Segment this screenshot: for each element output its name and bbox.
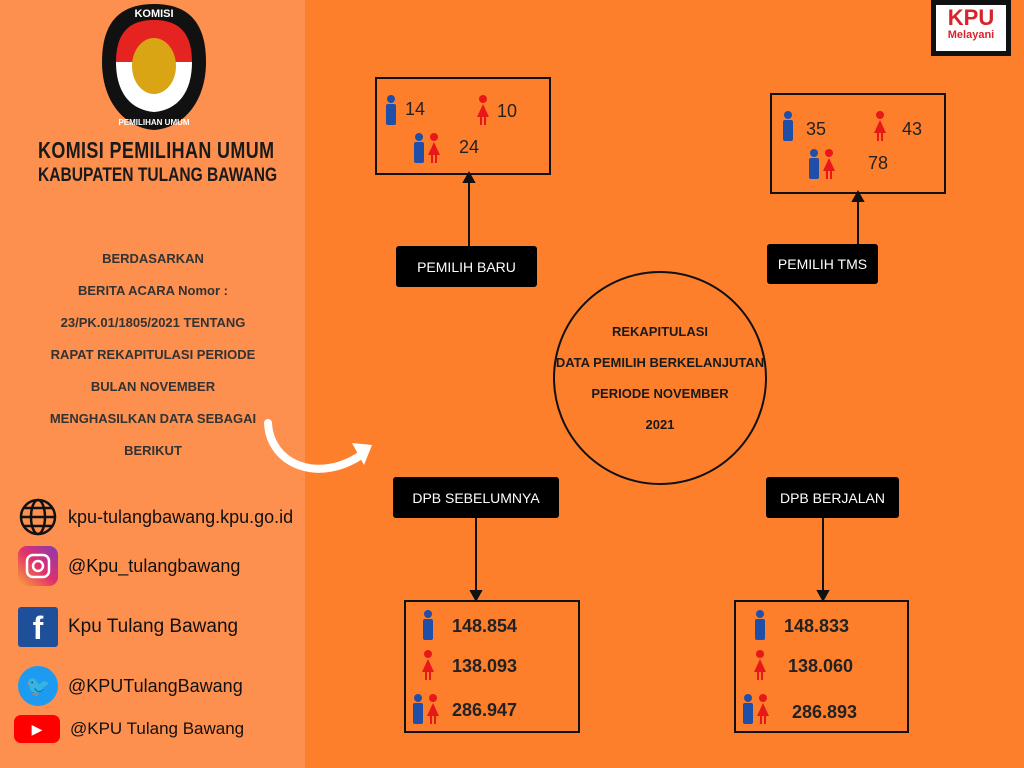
svg-text:KOMISI: KOMISI (134, 8, 173, 20)
male-icon (386, 95, 396, 125)
instagram-link[interactable]: @Kpu_tulangbawang (18, 546, 240, 586)
couple-icon (809, 149, 835, 179)
kpu-logo: KOMISI PEMILIHAN UMUM (102, 4, 206, 130)
org-subtitle: KABUPATEN TULANG BAWANG (38, 165, 278, 186)
twitter-text: @KPUTulangBawang (68, 675, 243, 696)
circle-line: PERIODE NOVEMBER (591, 386, 729, 401)
female-count: 43 (902, 119, 923, 139)
pemilih-tms-label: PEMILIH TMS (767, 244, 878, 284)
curved-arrow-icon (264, 419, 372, 473)
org-title: KOMISI PEMILIHAN UMUM (38, 137, 275, 163)
website-link[interactable]: kpu-tulangbawang.kpu.go.id (18, 497, 293, 537)
couple-icon (414, 133, 440, 163)
intro-line: RAPAT REKAPITULASI PERIODE (50, 347, 256, 362)
intro-line: BERIKUT (124, 443, 182, 458)
circle-line: 2021 (645, 417, 675, 432)
pemilih-tms-box: 35 43 78 (770, 93, 946, 194)
intro-line: 23/PK.01/1805/2021 TENTANG (60, 315, 246, 330)
youtube-link[interactable]: ▶ @KPU Tulang Bawang (14, 715, 244, 743)
total-count: 286.893 (792, 702, 858, 722)
circle-line: REKAPITULASI (611, 324, 709, 339)
total-count: 24 (459, 137, 480, 157)
kpu-melayani-badge: KPU Melayani (931, 0, 1011, 56)
intro-line: BERDASARKAN (102, 251, 204, 266)
male-count: 148.854 (452, 616, 518, 636)
youtube-icon: ▶ (14, 715, 60, 743)
dpb-berjalan-box: 148.833 138.060 286.893 (734, 600, 909, 733)
twitter-icon: 🐦 (18, 666, 58, 706)
male-icon (755, 610, 765, 640)
facebook-link[interactable]: f Kpu Tulang Bawang (18, 607, 238, 647)
male-count: 148.833 (784, 616, 850, 636)
female-count: 138.093 (452, 656, 518, 676)
pemilih-baru-box: 14 10 24 (375, 77, 551, 175)
globe-icon (18, 497, 58, 537)
pemilih-baru-label: PEMILIH BARU (396, 246, 537, 287)
female-icon (754, 650, 766, 680)
instagram-icon (18, 546, 58, 586)
dpb-sebelumnya-box: 148.854 138.093 286.947 (404, 600, 580, 733)
couple-icon (413, 694, 439, 724)
total-count: 286.947 (452, 700, 518, 720)
twitter-link[interactable]: 🐦 @KPUTulangBawang (18, 666, 243, 706)
summary-circle: REKAPITULASI DATA PEMILIH BERKELANJUTAN … (553, 271, 767, 485)
intro-line: MENGHASILKAN DATA SEBAGAI (49, 411, 257, 426)
dpb-sebelumnya-label: DPB SEBELUMNYA (393, 477, 559, 518)
female-icon (477, 95, 489, 125)
couple-icon (743, 694, 769, 724)
female-count: 10 (497, 101, 518, 121)
badge-subtitle: Melayani (947, 29, 995, 41)
facebook-icon: f (18, 607, 58, 647)
circle-line: DATA PEMILIH BERKELANJUTAN (555, 355, 765, 370)
facebook-text: Kpu Tulang Bawang (68, 616, 239, 637)
total-count: 78 (868, 153, 889, 173)
badge-title: KPU (947, 5, 995, 30)
intro-text: BERDASARKAN BERITA ACARA Nomor : 23/PK.0… (20, 243, 286, 467)
intro-line: BERITA ACARA Nomor : (78, 283, 228, 298)
female-icon (874, 111, 886, 141)
male-count: 35 (806, 119, 827, 139)
male-count: 14 (405, 99, 426, 119)
intro-line: BULAN NOVEMBER (90, 379, 216, 394)
website-text: kpu-tulangbawang.kpu.go.id (68, 506, 294, 527)
male-icon (783, 111, 793, 141)
svg-text:PEMILIHAN UMUM: PEMILIHAN UMUM (118, 118, 189, 127)
dpb-berjalan-label: DPB BERJALAN (766, 477, 899, 518)
female-count: 138.060 (788, 656, 854, 676)
female-icon (422, 650, 434, 680)
instagram-text: @Kpu_tulangbawang (68, 555, 241, 576)
male-icon (423, 610, 433, 640)
youtube-text: @KPU Tulang Bawang (70, 719, 245, 738)
